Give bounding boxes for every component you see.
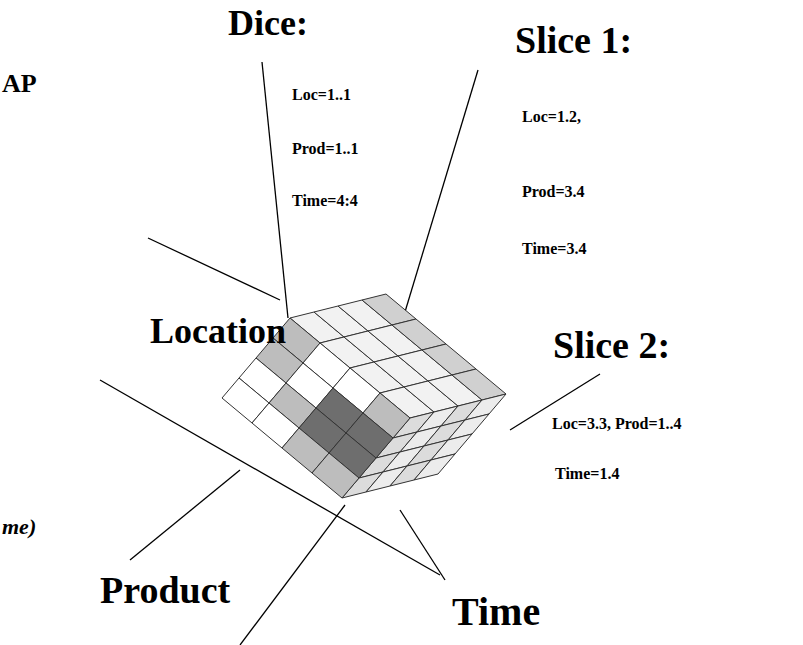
range-text: Prod=1..1	[292, 140, 359, 158]
range-text: Loc=1.2,	[522, 108, 581, 126]
range-text: Prod=3.4	[522, 183, 585, 201]
range-text: Time=4:4	[292, 192, 358, 210]
range-text: Time=3.4	[522, 240, 586, 258]
dice-leader-line	[262, 62, 288, 318]
time-axis-line	[400, 510, 445, 580]
cube-top-cell	[422, 344, 476, 375]
product-axis-line	[130, 470, 240, 560]
cube-front-cell	[312, 453, 359, 498]
cube-top-cell	[362, 294, 416, 325]
operation-title: Dice:	[228, 4, 308, 44]
operation-title: Slice 2:	[553, 325, 670, 367]
time-axis-line	[100, 380, 440, 575]
cube-top-cell	[452, 369, 506, 400]
axis-label: Product	[100, 570, 230, 612]
operation-title: Slice 1:	[515, 20, 632, 62]
axis-label: Time	[452, 590, 540, 634]
heading-fragment: AP	[2, 70, 37, 99]
cube-side-cell	[414, 454, 455, 480]
range-text: Loc=3.3, Prod=1..4	[552, 415, 682, 433]
product-axis-line	[240, 505, 345, 645]
range-text: Loc=1..1	[292, 86, 351, 104]
slice-leader-line	[395, 70, 478, 345]
location-axis-line	[148, 238, 280, 300]
range-text: Time=1.4	[555, 465, 619, 483]
note-fragment: me)	[2, 515, 36, 539]
cube-top-cell	[392, 319, 446, 350]
axis-label: Location	[150, 312, 286, 352]
